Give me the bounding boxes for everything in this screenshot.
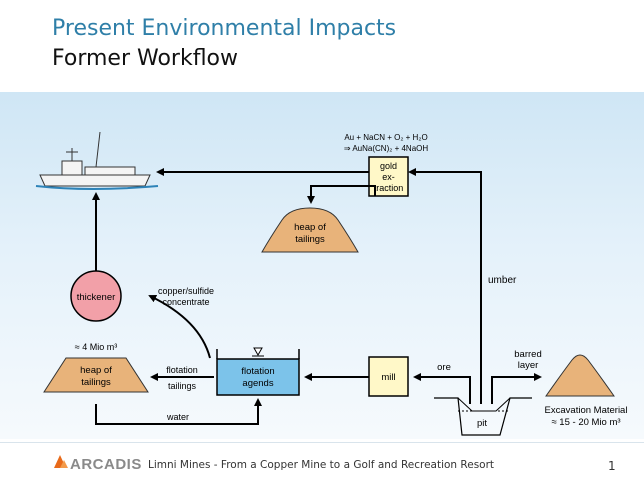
ore-label: ore	[437, 362, 451, 373]
arrow-pit-to-mill	[413, 373, 471, 404]
ship-icon	[35, 131, 159, 190]
arrow-pit-to-gold	[408, 168, 482, 404]
chemistry-reaction-line1: Au + NaCN + O₂ + H₂O	[344, 133, 427, 142]
page-number: 1	[608, 459, 616, 473]
barred-layer-label-1: barred	[514, 349, 541, 360]
slide-subtitle: Former Workflow	[52, 46, 239, 71]
heap-left-label-2: tailings	[81, 377, 111, 388]
excavation-label-1: Excavation Material	[545, 405, 628, 416]
concentrate-label-2: concentrate	[162, 297, 209, 307]
title-block: Present Environmental Impacts Former Wor…	[52, 14, 396, 74]
umber-label: umber	[488, 275, 517, 286]
pit-label: pit	[477, 418, 487, 429]
excavation-label-2: ≈ 15 - 20 Mio m³	[551, 417, 620, 428]
arcadis-logo-icon	[54, 455, 68, 468]
arrow-gold-to-heap	[307, 185, 376, 204]
slide-title: Present Environmental Impacts	[52, 16, 397, 41]
footer-divider	[0, 442, 644, 443]
barred-layer-label-2: layer	[518, 360, 539, 371]
mill-label: mill	[381, 372, 395, 383]
flotation-tank: flotation agends	[216, 347, 300, 396]
gold-extraction-label-3: traction	[374, 183, 404, 193]
gold-extraction-label-1: gold	[380, 161, 397, 171]
heap-of-tailings-left: heap of tailings	[43, 357, 149, 393]
footer-caption: Limni Mines - From a Copper Mine to a Go…	[148, 459, 495, 471]
arrow-pit-to-excavation	[491, 373, 542, 404]
heap-top-label-2: tailings	[295, 234, 325, 245]
thickener-label: thickener	[77, 292, 116, 303]
flotation-agents-label-1: flotation	[241, 366, 274, 377]
water-label: water	[166, 412, 189, 422]
mill-box: mill	[368, 356, 409, 397]
flotation-tailings-label-1: flotation	[166, 365, 198, 375]
excavation-heap: Excavation Material ≈ 15 - 20 Mio m³	[545, 354, 628, 428]
arrow-concentrate-to-thickener	[148, 294, 211, 359]
heap-top-label-1: heap of	[294, 222, 326, 233]
concentrate-label-1: copper/sulfide	[158, 286, 214, 296]
gold-extraction-label-2: ex-	[382, 172, 395, 182]
heap-left-volume: ≈ 4 Mio m³	[75, 342, 117, 352]
heap-left-label-1: heap of	[80, 365, 112, 376]
thickener: thickener	[70, 270, 122, 322]
flotation-tailings-label-2: tailings	[168, 381, 197, 391]
open-pit: pit	[434, 397, 532, 436]
arrow-water-return	[95, 398, 262, 425]
chemistry-reaction-line2: ⇒ AuNa(CN)₂ + 4NaOH	[344, 144, 429, 153]
flotation-agents-label-2: agends	[242, 378, 273, 389]
heap-of-tailings-top: heap of tailings	[261, 207, 359, 253]
arcadis-logo: ARCADIS	[70, 456, 142, 473]
